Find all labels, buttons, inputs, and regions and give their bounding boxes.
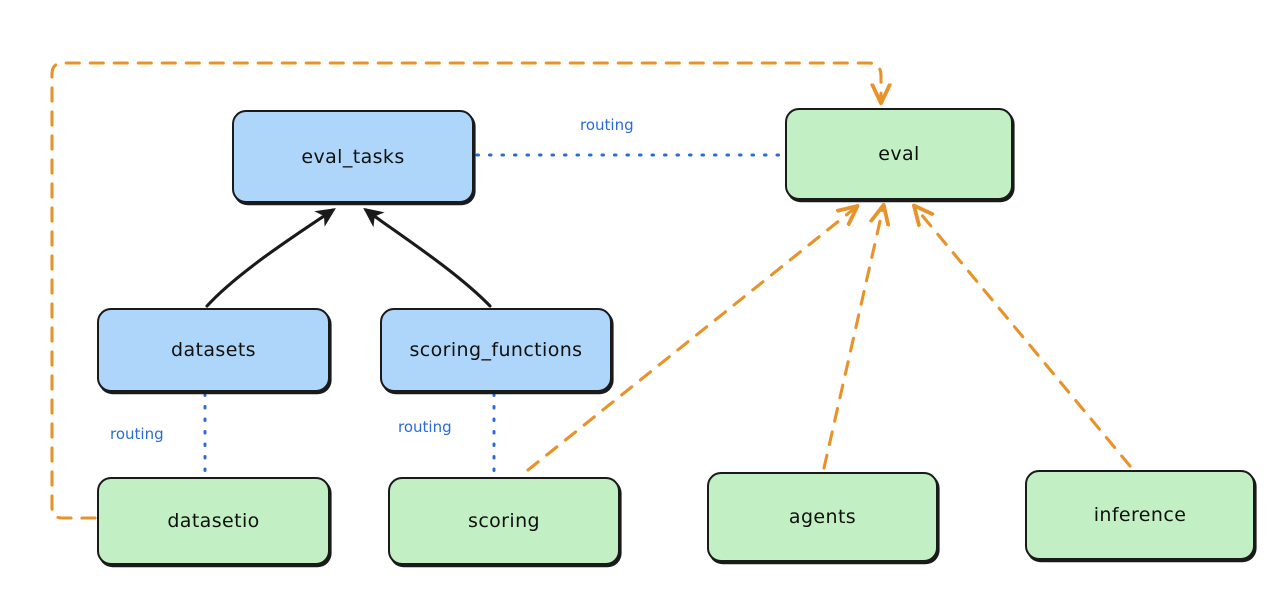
- edge-scoring-to-eval: [526, 208, 855, 472]
- node-label-scoring-functions: scoring_functions: [409, 339, 583, 361]
- node-agents[interactable]: agents: [707, 472, 938, 562]
- edge-label-routing-scoring-functions-scoring: routing: [398, 418, 452, 436]
- edge-label-routing-eval-tasks-eval: routing: [580, 116, 634, 134]
- edge-datasets-to-eval-tasks: [205, 208, 336, 308]
- node-datasetio[interactable]: datasetio: [97, 477, 330, 565]
- node-label-datasets: datasets: [171, 339, 256, 361]
- node-label-scoring: scoring: [468, 510, 540, 532]
- edge-datasetio-to-eval: [50, 61, 881, 520]
- node-label-agents: agents: [788, 506, 857, 528]
- edge-scoring-functions-to-eval-tasks: [363, 207, 492, 308]
- node-label-eval: eval: [878, 143, 920, 165]
- node-label-eval-tasks: eval_tasks: [301, 145, 405, 168]
- node-inference[interactable]: inference: [1025, 470, 1255, 560]
- edge-agents-to-eval: [822, 208, 883, 470]
- node-eval[interactable]: eval: [785, 108, 1013, 200]
- edge-inference-to-eval: [916, 208, 1132, 468]
- node-eval-tasks[interactable]: eval_tasks: [232, 110, 474, 203]
- edge-label-routing-datasets-datasetio: routing: [110, 425, 164, 443]
- node-label-datasetio: datasetio: [167, 510, 260, 532]
- node-scoring[interactable]: scoring: [388, 477, 620, 565]
- node-scoring-functions[interactable]: scoring_functions: [380, 308, 612, 392]
- node-label-inference: inference: [1093, 504, 1187, 526]
- node-datasets[interactable]: datasets: [97, 308, 330, 392]
